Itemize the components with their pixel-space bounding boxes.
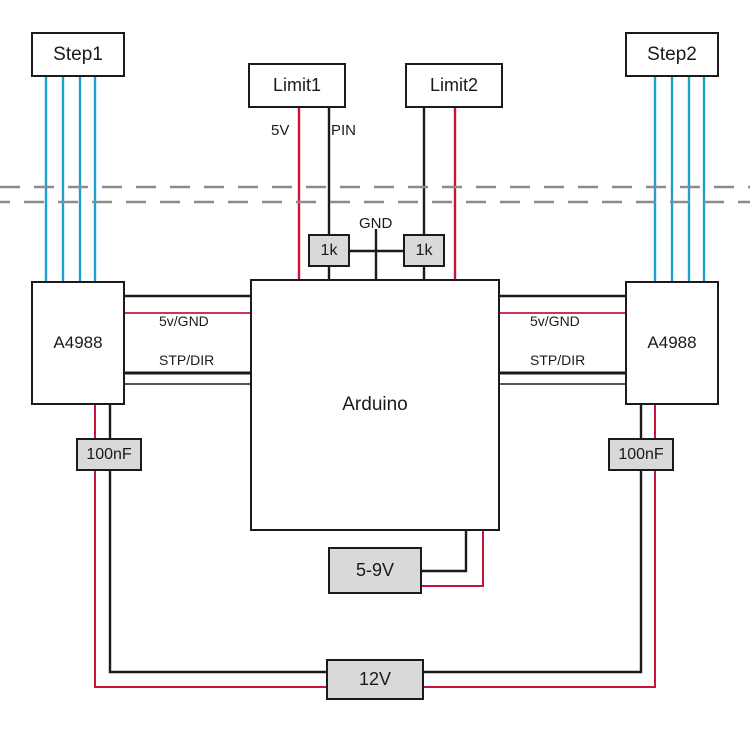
block-step2[interactable]: Step2	[625, 32, 719, 77]
wire-label-5v: 5V	[271, 122, 289, 139]
block-driver-right-label: A4988	[647, 333, 697, 352]
wire-label-5v-text: 5V	[271, 122, 290, 139]
enclosure-boundary-lines	[0, 185, 750, 204]
block-driver-left[interactable]: A4988	[31, 281, 125, 405]
wire-label-5vgnd-right-text: 5v/GND	[530, 313, 580, 329]
right-driver-supply-wires	[424, 405, 656, 688]
block-supply-5-9v-label: 5-9V	[355, 560, 395, 580]
block-capacitor-right-label: 100nF	[618, 445, 664, 463]
wire-label-5vgnd-left: 5v/GND	[159, 313, 209, 329]
limit1-wires	[297, 108, 331, 279]
block-step1-label: Step1	[53, 43, 103, 65]
right-driver-signal-wires	[500, 371, 625, 385]
block-limit1[interactable]: Limit1	[248, 63, 346, 108]
block-capacitor-right[interactable]: 100nF	[608, 438, 674, 471]
block-limit1-label: Limit1	[272, 75, 321, 95]
wire-label-pin: PIN	[331, 122, 356, 139]
step1-bus-wires	[44, 77, 97, 281]
block-limit2-label: Limit2	[429, 75, 478, 95]
left-driver-power-wires	[125, 294, 250, 314]
left-driver-supply-wires	[94, 405, 326, 688]
wire-label-stpdir-right-text: STP/DIR	[530, 352, 586, 368]
step2-bus-wires	[653, 77, 706, 281]
block-arduino-label: Arduino	[342, 394, 408, 415]
wire-label-gnd-text: GND	[359, 215, 393, 232]
wire-label-stpdir-left-text: STP/DIR	[159, 352, 215, 368]
block-limit2[interactable]: Limit2	[405, 63, 503, 108]
block-resistor-right[interactable]: 1k	[403, 234, 445, 267]
wire-label-stpdir-right: STP/DIR	[530, 352, 585, 368]
block-supply-12v[interactable]: 12V	[326, 659, 424, 700]
block-supply-5-9v[interactable]: 5-9V	[328, 547, 422, 594]
limit2-wires	[422, 108, 457, 279]
block-arduino[interactable]: Arduino	[250, 279, 500, 531]
block-step2-label: Step2	[647, 43, 697, 65]
right-driver-power-wires	[500, 294, 625, 314]
block-capacitor-left[interactable]: 100nF	[76, 438, 142, 471]
block-resistor-right-label: 1k	[415, 241, 433, 259]
block-supply-12v-label: 12V	[358, 669, 392, 689]
wire-label-gnd: GND	[359, 215, 392, 232]
wire-label-5vgnd-left-text: 5v/GND	[159, 313, 209, 329]
block-resistor-left[interactable]: 1k	[308, 234, 350, 267]
block-driver-left-label: A4988	[53, 333, 103, 352]
left-driver-signal-wires	[125, 371, 250, 385]
wire-label-5vgnd-right: 5v/GND	[530, 313, 580, 329]
block-driver-right[interactable]: A4988	[625, 281, 719, 405]
wire-label-pin-text: PIN	[331, 122, 357, 139]
gnd-rail	[350, 229, 403, 279]
block-capacitor-left-label: 100nF	[86, 445, 132, 463]
block-step1[interactable]: Step1	[31, 32, 125, 77]
arduino-power-input-wires	[422, 531, 484, 587]
block-resistor-left-label: 1k	[320, 241, 338, 259]
wire-label-stpdir-left: STP/DIR	[159, 352, 214, 368]
